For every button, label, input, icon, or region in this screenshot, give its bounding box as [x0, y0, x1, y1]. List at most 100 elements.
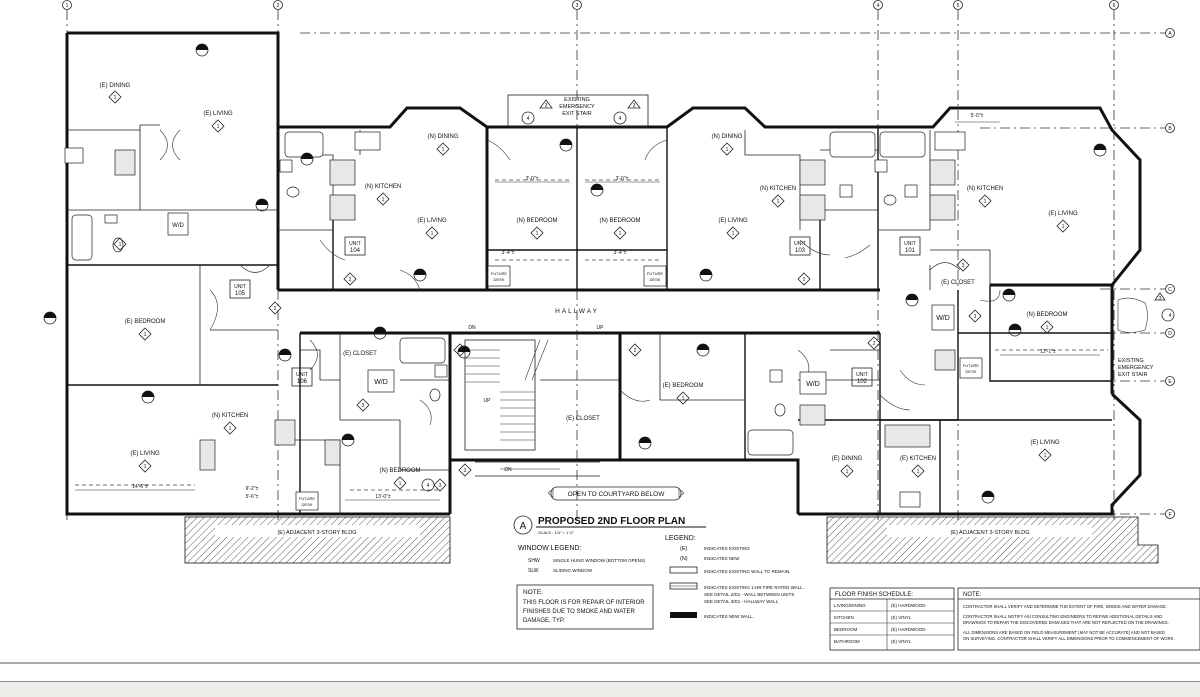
legend: LEGEND: (E) INDICATES EXISTING (N) INDIC… [665, 535, 804, 619]
general-notes: NOTE: CONTRACTOR SHALL VERIFY AND DETERM… [957, 587, 1200, 651]
note-line: DAMAGE, TYP. [523, 618, 565, 624]
unit-tag: UNIT [234, 284, 246, 290]
room-label: (N) KITCHEN [760, 186, 796, 192]
room-label: (E) LIVING [1048, 211, 1078, 217]
exit-stair-label: EXISTING [1118, 358, 1144, 364]
keynote-1: 1 [144, 464, 147, 470]
legend-code: (E) [680, 546, 688, 552]
legend-text: INDICATES EXISTING 1-HR FIRE RATED WALL. [704, 585, 804, 590]
legend-text: INDICATES NEW WALL. [704, 614, 754, 619]
closet-rods [75, 179, 1108, 491]
keynote-1: 1 [1062, 224, 1065, 230]
room-label: (E) LIVING [417, 218, 447, 224]
notes-line: ON SURVEYING. CONTRACTOR SHALL VERIFY AL… [963, 636, 1175, 641]
keynote-2: 2 [873, 341, 876, 347]
keynote-2: 2 [803, 277, 806, 283]
dimension-text: 13'-0"± [375, 494, 391, 500]
grid-row-f: F [1168, 512, 1171, 518]
room-label: (N) BEDROOM [517, 218, 558, 224]
keynote-1: 1 [114, 95, 117, 101]
keynote-1: 1 [682, 396, 685, 402]
room-label: (N) DINING [712, 134, 743, 140]
keynote-1: 1 [144, 332, 147, 338]
unit-tag: UNIT [296, 372, 308, 378]
room-label: (E) LIVING [1030, 440, 1060, 446]
room-label: (E) CLOSET [343, 351, 377, 357]
keynote-1: 1 [1044, 453, 1047, 459]
courtyard-callout: OPEN TO COURTYARD BELOW [547, 486, 685, 501]
notes-line: ALL DIMENSIONS ARE BASED ON FIELD MEASUR… [963, 630, 1165, 635]
keynote-3: 3 [545, 103, 548, 109]
keynote-1: 1 [217, 124, 220, 130]
notes-line: DRAWINGS TO REPAIR THE DISCOVERED DAMAGE… [963, 620, 1169, 625]
legend-text: SLIDING WINDOW [553, 568, 593, 573]
keynote-1: 1 [536, 231, 539, 237]
schedule-room: BEDROOM [834, 627, 858, 632]
note-line: THIS FLOOR IS FOR REPAIR OF INTERIOR [523, 600, 645, 606]
grid-row-b: B [1168, 126, 1172, 132]
kitchen-counters [114, 149, 956, 471]
keynote-3: 3 [633, 103, 636, 109]
room-label: (E) BEDROOM [125, 319, 166, 325]
grid-row-a: A [1168, 31, 1172, 37]
room-label: (N) KITCHEN [365, 184, 401, 190]
grid-row-c: C [1168, 287, 1172, 293]
future-desk-label: FUTURE [491, 271, 508, 276]
stair-up-label: UP [597, 325, 605, 331]
stair-dn-label: DN [504, 467, 512, 473]
hallway-label: HALLWAY [555, 308, 599, 315]
grid-bubbles: 1 2 3 4 5 6 A B C D E F [62, 0, 1175, 519]
section-markers [43, 43, 1107, 504]
keynote-1: 1 [431, 231, 434, 237]
legend-text: SEE DETAIL 2/D1 - WALL BETWEEN UNITS [704, 592, 794, 597]
room-label: (N) KITCHEN [212, 413, 248, 419]
keynote-1: 1 [726, 147, 729, 153]
room-label: (E) CLOSET [566, 416, 600, 422]
room-label: (N) BEDROOM [1027, 312, 1068, 318]
keynote-1: 1 [732, 231, 735, 237]
keynote-4: 4 [619, 116, 622, 122]
keynote-1: 1 [984, 199, 987, 205]
keynote-1: 1 [229, 426, 232, 432]
keynote-1: 1 [777, 199, 780, 205]
dimension-text: 3'-4"± [502, 250, 515, 256]
keynote-4: 4 [1169, 313, 1172, 319]
courtyard-label: OPEN TO COURTYARD BELOW [568, 491, 666, 498]
unit-tag: UNIT [856, 372, 868, 378]
keynote-1: 1 [442, 147, 445, 153]
unit-tag: 103 [795, 248, 806, 254]
keynote-1: 1 [399, 481, 402, 487]
exterior-walls [65, 31, 1142, 516]
keynote-3: 3 [962, 263, 965, 269]
unit-tag: 106 [297, 379, 308, 385]
adjacent-bldg-label: (E) ADJACENT 3-STORY BLDG [277, 530, 356, 536]
wd-label: W/D [806, 381, 820, 388]
wd-label: W/D [374, 379, 388, 386]
schedule-finish: (E) HARDWOOD [891, 603, 926, 608]
legend-text: SINGLE HUNG WINDOW (BOTTOM OPENS) [553, 558, 646, 563]
window-legend-heading: WINDOW LEGEND: [518, 545, 581, 552]
keynote-3: 3 [974, 314, 977, 320]
plumbing-fixtures [64, 131, 966, 508]
keynote-2: 2 [634, 348, 637, 354]
room-labels: (E) DINING (E) LIVING (E) BEDROOM (N) DI… [100, 83, 1078, 474]
exit-stair-labels: EXISTING EMERGENCY EXIT STAIR EXISTING E… [559, 97, 1154, 378]
future-desk-label: DESK [966, 369, 977, 374]
unit-tag: 102 [857, 379, 868, 385]
notes-line: CONTRACTOR SHALL NOTIFY ASI CONSULTING E… [963, 614, 1162, 619]
dimension-text: 3'-0"± [526, 176, 539, 182]
grid-row-e: E [1168, 379, 1172, 385]
central-stair [464, 339, 600, 477]
dimension-text: 5'-0"± [971, 113, 984, 119]
note-heading: NOTE: [523, 589, 543, 596]
future-desk-label: DESK [494, 277, 505, 282]
grid-row-d: D [1168, 331, 1172, 337]
keynote-3: 3 [439, 483, 442, 489]
room-label: (E) DINING [100, 83, 131, 89]
unit-tag: UNIT [904, 241, 916, 247]
washer-dryer-units: W/D W/D W/D W/D [167, 212, 955, 395]
room-label: (E) BEDROOM [663, 383, 704, 389]
dimension-text: 3'-4"± [614, 250, 627, 256]
title-main: PROPOSED 2ND FLOOR PLAN [538, 516, 685, 527]
schedule-room: BATHROOM [834, 639, 860, 644]
